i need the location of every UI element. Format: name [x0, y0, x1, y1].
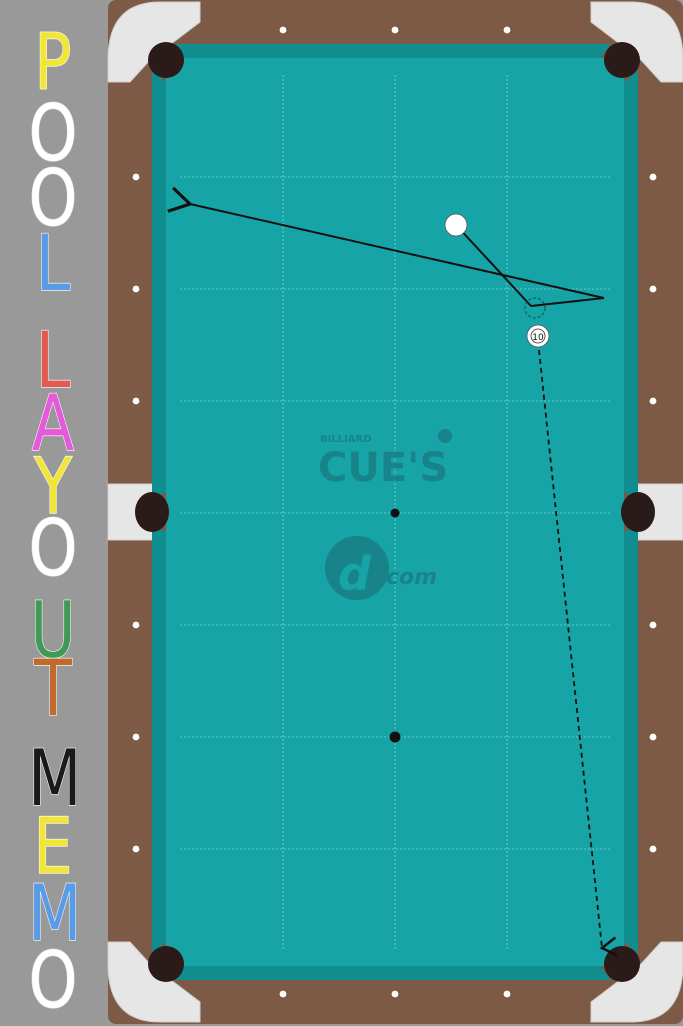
- pocket-top-right: [604, 42, 640, 78]
- logo-small-text: BILLIARD: [320, 434, 372, 445]
- title-letter: E: [33, 800, 73, 892]
- title-letter: U: [30, 584, 76, 676]
- pocket-side-left: [135, 492, 169, 532]
- title-letter: M: [28, 732, 83, 824]
- title-letter: O: [28, 152, 78, 244]
- pocket-bottom-left: [148, 946, 184, 982]
- title-letter: M: [28, 867, 83, 959]
- ghost-ball: [524, 297, 546, 319]
- title-letter: A: [31, 377, 75, 469]
- center-spot: [390, 508, 400, 518]
- title-letter: P: [34, 16, 72, 108]
- title-letter: L: [35, 314, 71, 406]
- cushions: [152, 44, 638, 980]
- title-letter: O: [28, 502, 78, 594]
- cue-ball-rebound-path: [167, 186, 605, 307]
- foot-spot: [389, 731, 401, 743]
- svg-text:d: d: [338, 547, 372, 601]
- pocket-bottom-right: [604, 946, 640, 982]
- pool-table[interactable]: BILLIARD CUE'S d com 10: [106, 0, 683, 1024]
- pocket-side-right: [621, 492, 655, 532]
- title-letter: Y: [34, 440, 73, 532]
- pocket-top-left: [148, 42, 184, 78]
- object-ball-path: [538, 349, 618, 957]
- title-letter: T: [34, 642, 73, 734]
- cue-ball[interactable]: [444, 213, 468, 237]
- d-com-logo: d com: [325, 536, 437, 601]
- logo-com-text: com: [386, 565, 437, 590]
- cue-ball-path: [455, 224, 532, 307]
- object-ball-10[interactable]: 10: [526, 324, 550, 348]
- logo-main-text: CUE'S: [318, 445, 448, 491]
- cues-logo: BILLIARD CUE'S: [318, 429, 452, 491]
- title-letter: O: [28, 934, 78, 1026]
- pocket-plates: [107, 1, 683, 1023]
- shot-lines: [167, 186, 618, 957]
- title-letter: O: [28, 87, 78, 179]
- rail-diamonds: [132, 26, 657, 998]
- pockets[interactable]: [135, 42, 655, 982]
- title-letter: L: [35, 217, 71, 309]
- object-ball-number: 10: [532, 333, 544, 343]
